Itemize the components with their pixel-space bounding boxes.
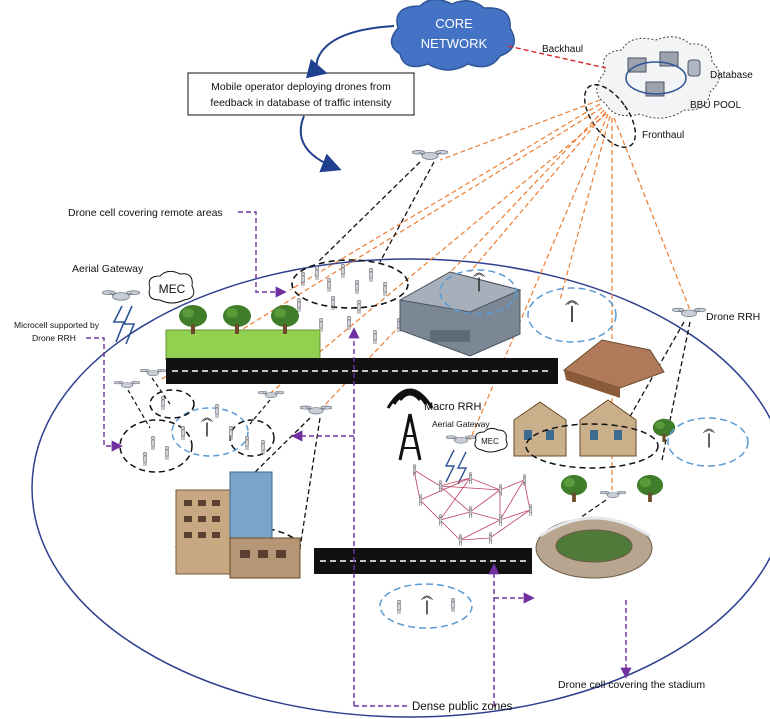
row-houses: [513, 399, 637, 457]
dense-public-zones-label: Dense public zones: [412, 701, 513, 713]
drone-cell-stadium-label: Drone cell covering the stadium: [558, 679, 705, 691]
drone-icon-stadium: [600, 490, 626, 499]
drone-rrh-label: Drone RRH: [706, 311, 760, 323]
fronthaul-label: Fronthaul: [642, 130, 684, 141]
apartment-buildings: [175, 471, 301, 579]
mec-cloud-small: MEC: [474, 427, 508, 453]
remote-area-arrow: [238, 211, 287, 298]
macro-rrh-tower-icon: [386, 388, 434, 461]
drone-icon-top: [412, 150, 448, 160]
backhaul-link: [507, 45, 607, 69]
tree-icon-6: [636, 474, 664, 502]
aerial-gateway-small-drone-icon: [446, 435, 476, 444]
backhaul-label: Backhaul: [542, 44, 583, 55]
antenna-icon-bottom: [420, 595, 434, 616]
tree-icon-5: [560, 474, 588, 502]
feedback-curve-arrow-top: [305, 25, 395, 79]
mec-label-small: MEC: [481, 437, 499, 446]
mec-label-left: MEC: [159, 282, 186, 296]
core-network-line2: NETWORK: [421, 36, 488, 51]
drone-rrh-icon: [672, 307, 706, 318]
core-network-cloud: CORE NETWORK: [390, 0, 515, 71]
bbu-pool-cloud: [596, 36, 720, 119]
operator-box-line2: feedback in database of traffic intensit…: [210, 97, 392, 109]
microcell-label-line1: Microcell supported by: [14, 320, 100, 330]
operator-box-line1: Mobile operator deploying drones from: [211, 81, 391, 93]
bbu-pool-label: BBU POOL: [690, 100, 742, 111]
drone-cell-remote-label: Drone cell covering remote areas: [68, 207, 223, 219]
operator-box: Mobile operator deploying drones from fe…: [187, 72, 415, 116]
fronthaul-ellipse: [583, 84, 637, 148]
mec-cloud-left: MEC: [148, 270, 195, 304]
microcell-label-line2: Drone RRH: [32, 333, 76, 343]
antenna-icon-far-right: [702, 428, 716, 449]
microcell-cluster-left: [114, 368, 284, 473]
house-building: [562, 339, 665, 398]
antenna-icon-small-cell: [564, 299, 580, 323]
lightning-icon-left: [112, 305, 136, 345]
aerial-gateway-label: Aerial Gateway: [72, 263, 144, 275]
aerial-gateway-drone-icon: [102, 290, 140, 301]
core-network-line1: CORE: [435, 16, 473, 31]
tree-icon-4: [652, 418, 676, 442]
drone-icon-buildings: [300, 405, 332, 415]
feedback-curve-arrow-bottom: [299, 115, 342, 173]
small-cell-ring-right: [527, 287, 617, 343]
small-cell-ring-far-right: [667, 417, 749, 467]
macro-rrh-label: Macro RRH: [424, 401, 482, 413]
stadium-building: [535, 516, 653, 579]
grass-field: [165, 329, 321, 361]
database-label: Database: [710, 70, 753, 81]
warehouse-building: [398, 271, 522, 357]
dense-zone-arrows: [291, 327, 535, 707]
small-cell-ring-bottom: [379, 583, 473, 629]
mesh-network: [413, 469, 531, 541]
aerial-gateway-small-label: Aerial Gateway: [432, 419, 490, 429]
microcell-arrow: [86, 337, 123, 452]
remote-drone-cell-ring: [291, 259, 409, 309]
coverage-area-ellipse: [31, 258, 770, 718]
